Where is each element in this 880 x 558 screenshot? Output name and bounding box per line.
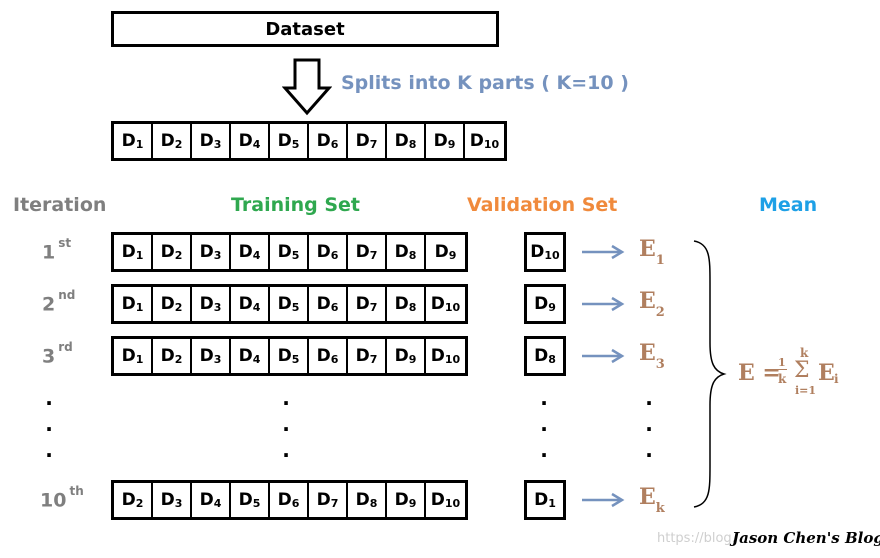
formula-sum-top: k bbox=[800, 346, 809, 360]
ellipsis-dot: . bbox=[45, 438, 53, 462]
header-mean: Mean bbox=[759, 194, 818, 216]
right-arrow-icon bbox=[582, 492, 625, 508]
header-training-set: Training Set bbox=[231, 194, 361, 216]
ellipsis-dot: . bbox=[540, 438, 548, 462]
mean-formula: E = 1 k k Σ i=1 E i bbox=[738, 346, 858, 412]
brace-icon bbox=[693, 240, 727, 508]
ellipsis-dot: . bbox=[540, 386, 548, 410]
ellipsis-dot: . bbox=[45, 412, 53, 436]
dataset-box: Dataset bbox=[111, 11, 499, 47]
error-3: E3 bbox=[639, 340, 665, 373]
header-iteration: Iteration bbox=[13, 194, 107, 216]
header-validation-set: Validation Set bbox=[467, 194, 618, 216]
formula-sum-bottom: i=1 bbox=[795, 384, 817, 397]
formula-numerator: 1 bbox=[778, 356, 786, 369]
right-arrow-icon bbox=[582, 244, 625, 260]
blog-name: Jason Chen's Blog bbox=[732, 529, 880, 547]
ellipsis-dot: . bbox=[540, 412, 548, 436]
error-1: E1 bbox=[639, 236, 665, 269]
right-arrow-icon bbox=[582, 296, 625, 312]
watermark-url: https://blog. bbox=[657, 531, 736, 546]
sigma-icon: Σ bbox=[794, 358, 810, 383]
formula-denominator: k bbox=[778, 372, 787, 386]
ellipsis-dot: . bbox=[645, 412, 653, 436]
ellipsis-dot: . bbox=[282, 386, 290, 410]
right-arrow-icon bbox=[582, 348, 625, 364]
error-2: E2 bbox=[639, 288, 665, 321]
formula-term: E bbox=[818, 360, 835, 386]
split-description: Splits into K parts ( K=10 ) bbox=[341, 72, 629, 94]
dataset-label: Dataset bbox=[265, 18, 345, 40]
formula-term-sub: i bbox=[834, 372, 839, 386]
ellipsis-dot: . bbox=[45, 386, 53, 410]
ellipsis-dot: . bbox=[645, 386, 653, 410]
ellipsis-dot: . bbox=[645, 438, 653, 462]
ellipsis-dot: . bbox=[282, 438, 290, 462]
formula-lhs: E = bbox=[738, 360, 781, 386]
error-k: Ek bbox=[639, 484, 665, 517]
split-arrow-icon bbox=[282, 58, 332, 116]
ellipsis-dot: . bbox=[282, 412, 290, 436]
